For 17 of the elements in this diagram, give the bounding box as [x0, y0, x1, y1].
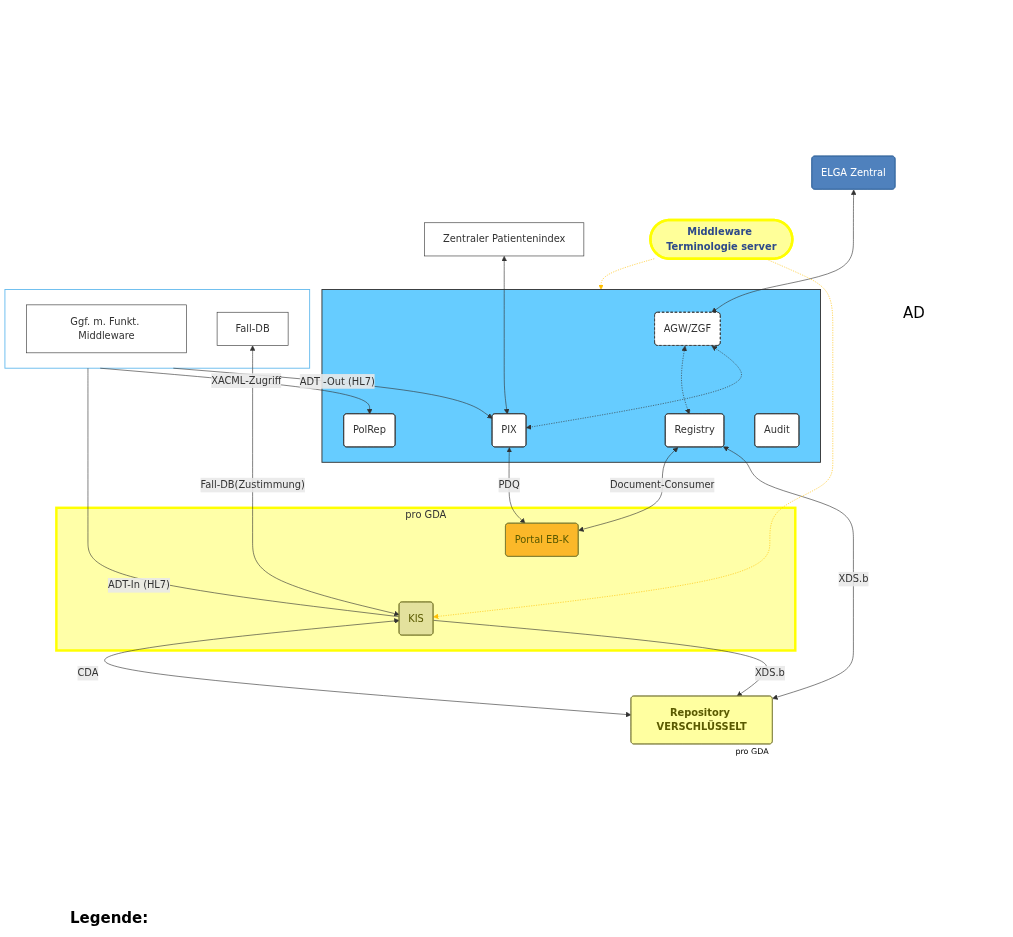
edge-label: ADT -Out (HL7) [299, 375, 375, 388]
edge-label: XDS.b [838, 573, 869, 585]
edge-label: ADT-In (HL7) [107, 579, 170, 591]
edge-label: XACML-Zugriff [211, 374, 282, 387]
edge-label: XDS.b [754, 667, 785, 679]
connector [87, 367, 400, 618]
legend-heading: Legende: [70, 909, 149, 927]
cluster [321, 289, 821, 463]
edge-label: CDA [77, 667, 99, 679]
node-box: Zentraler Patientenindex [424, 222, 585, 257]
node-box: Ggf. m. Funkt. Middleware [26, 304, 187, 354]
cluster [4, 289, 311, 369]
edge-label: Document-Consumer [609, 478, 715, 491]
node-box: Fall-DB [216, 311, 289, 346]
edge-label: PDQ [498, 478, 520, 491]
note-text: AD [903, 304, 926, 322]
edge-label: Fall-DB(Zustimmung) [200, 478, 305, 491]
